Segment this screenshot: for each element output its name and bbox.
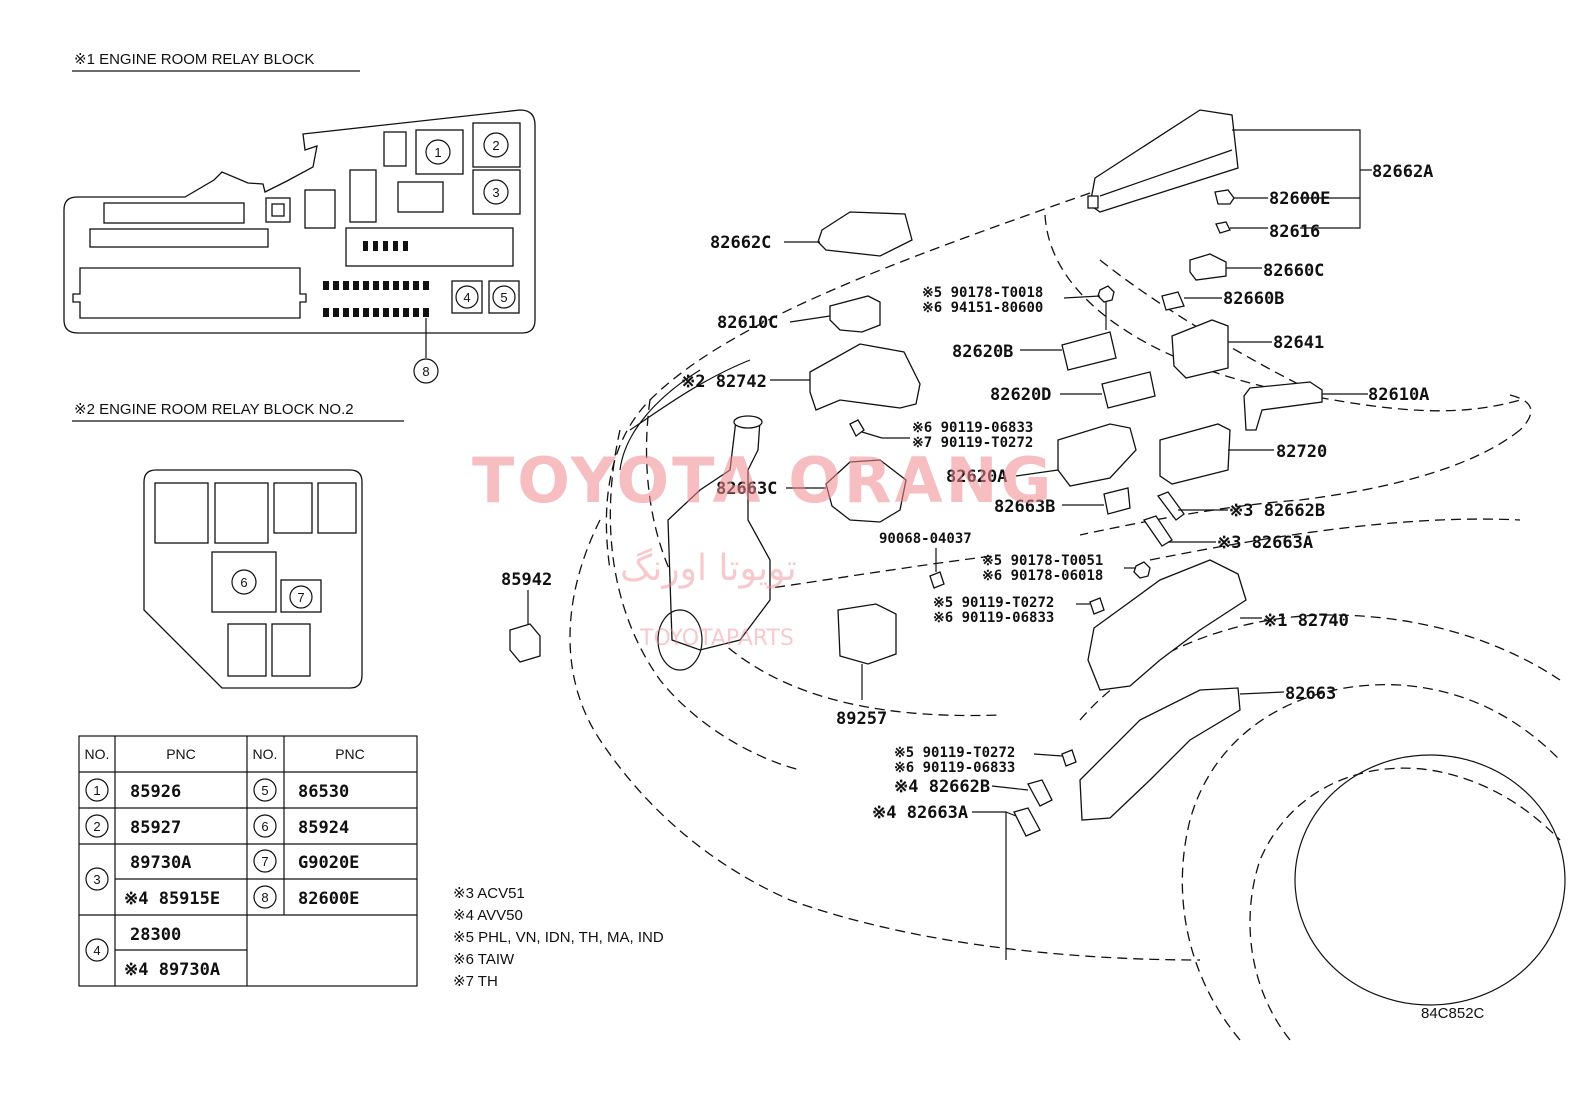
label-82663B: 82663B: [994, 497, 1055, 517]
note: ※3 ACV51: [453, 885, 525, 902]
relay-block-1: 1 2 3 4: [63, 109, 536, 384]
relay-block-1-title: ※1 ENGINE ROOM RELAY BLOCK: [74, 51, 314, 68]
svg-text:7: 7: [261, 854, 268, 869]
label-90119-T0272-c: ※5 90119-T0272: [894, 745, 1015, 761]
label-90119-06833-b: ※6 90119-06833: [933, 610, 1054, 626]
label-82620A: 82620A: [946, 467, 1007, 487]
svg-text:6: 6: [240, 575, 247, 590]
relay-block-2: 6 7: [143, 469, 363, 689]
watermark-subtext: TOYOTAPARTS: [639, 626, 794, 651]
svg-text:6: 6: [261, 819, 268, 834]
label-90178-T0018: ※5 90178-T0018: [922, 285, 1043, 301]
label-90178-06018: ※6 90178-06018: [982, 568, 1103, 584]
label-90068-04037: 90068-04037: [879, 531, 972, 547]
label-90119-06833-a: ※6 90119-06833: [912, 420, 1033, 436]
note: ※4 AVV50: [453, 907, 523, 924]
svg-text:5: 5: [500, 290, 507, 305]
svg-text:3: 3: [492, 185, 499, 200]
label-90178-T0051: ※5 90178-T0051: [982, 553, 1103, 569]
label-82660B: 82660B: [1223, 289, 1284, 309]
leader-lines: [527, 129, 1372, 960]
figure-code: 84C852C: [1421, 1005, 1485, 1022]
svg-text:2: 2: [492, 138, 499, 153]
label-82663A-4: ※4 82663A: [872, 803, 968, 823]
watermark-arabic: تويوتا اورنگ: [620, 547, 797, 589]
svg-text:1: 1: [93, 783, 100, 798]
label-90119-T0272-a: ※7 90119-T0272: [912, 435, 1033, 451]
label-82663A-3: ※3 82663A: [1217, 533, 1313, 553]
pnc-table: NO. PNC NO. PNC 1 85926 2 85927 3 89730A…: [78, 735, 418, 987]
label-82662C: 82662C: [710, 233, 771, 253]
pnc-cell: 85924: [298, 818, 349, 838]
label-82663: 82663: [1285, 684, 1336, 704]
relay-block-2-title: ※2 ENGINE ROOM RELAY BLOCK NO.2: [74, 401, 354, 418]
svg-text:2: 2: [93, 819, 100, 834]
label-82742: ※2 82742: [681, 372, 767, 392]
label-82740: ※1 82740: [1263, 611, 1349, 631]
svg-text:7: 7: [297, 590, 304, 605]
label-94151-80600: ※6 94151-80600: [922, 300, 1043, 316]
footnotes: ※3 ACV51 ※4 AVV50 ※5 PHL, VN, IDN, TH, M…: [453, 885, 664, 990]
label-82610C: 82610C: [717, 313, 778, 333]
label-82620B: 82620B: [952, 342, 1013, 362]
svg-text:8: 8: [422, 364, 429, 379]
label-90119-T0272-b: ※5 90119-T0272: [933, 595, 1054, 611]
label-82662A: 82662A: [1372, 162, 1433, 182]
pnc-cell: G9020E: [298, 853, 359, 873]
note: ※5 PHL, VN, IDN, TH, MA, IND: [453, 929, 664, 946]
label-82616: 82616: [1269, 222, 1320, 242]
pnc-cell: ※4 89730A: [124, 960, 220, 980]
label-82663C: 82663C: [716, 479, 777, 499]
label-82610A: 82610A: [1368, 385, 1429, 405]
label-82662B-4: ※4 82662B: [894, 777, 990, 797]
svg-text:5: 5: [261, 783, 268, 798]
pnc-cell: 85926: [130, 782, 181, 802]
label-82641: 82641: [1273, 333, 1324, 353]
label-89257: 89257: [836, 709, 887, 729]
pnc-cell: 85927: [130, 818, 181, 838]
label-82660C: 82660C: [1263, 261, 1324, 281]
svg-text:4: 4: [463, 290, 470, 305]
pnc-cell: 82600E: [298, 889, 359, 909]
pnc-header-no-left: NO.: [85, 746, 110, 762]
pnc-cell: 89730A: [130, 853, 191, 873]
watermark: TOYOTA ORANG تويوتا اورنگ TOYOTAPARTS: [472, 444, 1054, 651]
label-90119-06833-c: ※6 90119-06833: [894, 760, 1015, 776]
label-85942: 85942: [501, 570, 552, 590]
label-82662B-3: ※3 82662B: [1229, 501, 1325, 521]
note: ※7 TH: [453, 973, 498, 990]
label-82720: 82720: [1276, 442, 1327, 462]
pnc-header-no-right: NO.: [253, 746, 278, 762]
pnc-cell: 28300: [130, 925, 181, 945]
label-82620D: 82620D: [990, 385, 1051, 405]
svg-text:3: 3: [93, 872, 100, 887]
pnc-cell: ※4 85915E: [124, 889, 220, 909]
note: ※6 TAIW: [453, 951, 515, 968]
pnc-header-pnc-left: PNC: [166, 746, 196, 762]
pnc-header-pnc-right: PNC: [335, 746, 365, 762]
svg-text:8: 8: [261, 890, 268, 905]
svg-text:1: 1: [434, 145, 441, 160]
svg-text:4: 4: [93, 943, 100, 958]
pnc-cell: 86530: [298, 782, 349, 802]
part-labels: 82662A 82600E 82616 82660C 82660B 82641 …: [501, 162, 1433, 823]
label-82600E: 82600E: [1269, 189, 1330, 209]
watermark-text: TOYOTA ORANG: [472, 444, 1054, 517]
